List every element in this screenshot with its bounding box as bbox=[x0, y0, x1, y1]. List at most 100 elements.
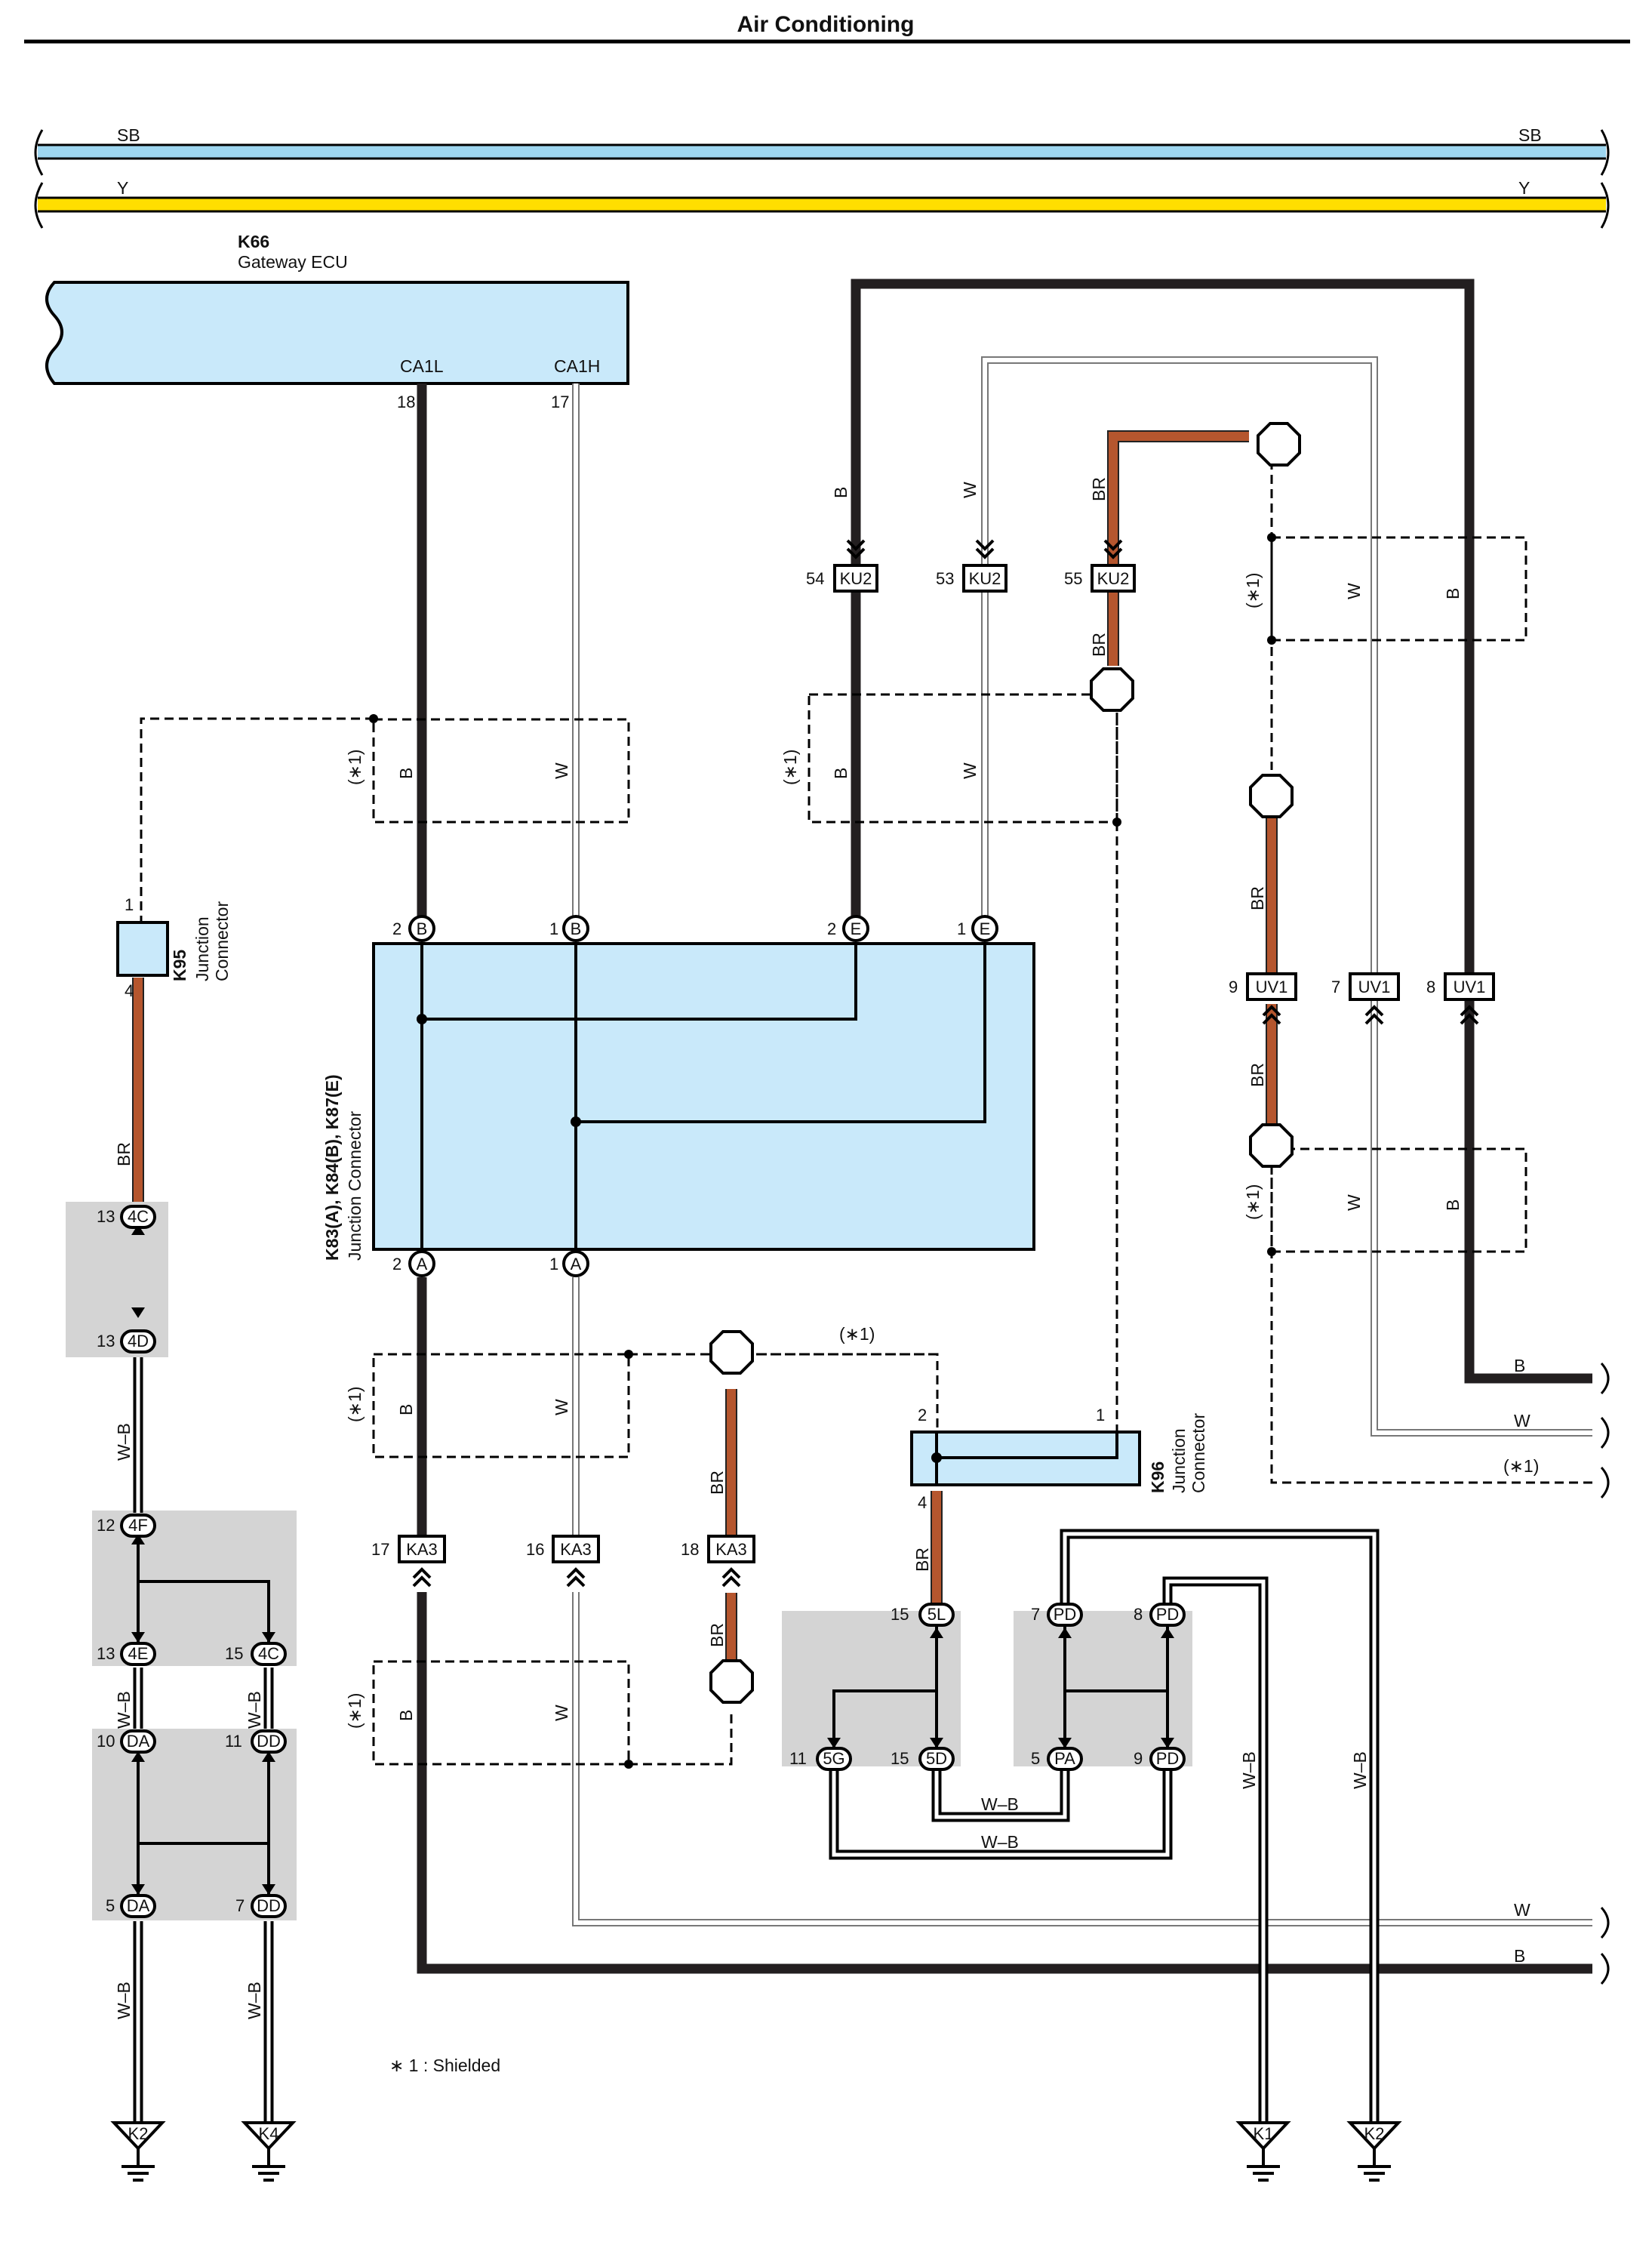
joint-arrow-tips bbox=[131, 1224, 1174, 1895]
k96-internal-dot bbox=[931, 1452, 942, 1463]
joint-pills bbox=[120, 1205, 1186, 1918]
wire-label-w-7: W bbox=[552, 1705, 571, 1721]
dd-top-pin: 11 bbox=[225, 1732, 242, 1751]
y-bus-label-left: Y bbox=[117, 178, 128, 198]
k87-letter-e-2: E bbox=[980, 919, 991, 938]
ku2-pin-54: 54 bbox=[806, 569, 824, 588]
da-top-pin: 10 bbox=[97, 1732, 115, 1751]
k66-pin-name-ca1l: CA1L bbox=[400, 356, 444, 376]
dd-top-code: DD bbox=[257, 1732, 281, 1751]
shield-tag-1: (∗1) bbox=[345, 750, 365, 785]
wire-label-wb-7: W–B bbox=[1350, 1751, 1370, 1789]
k96-pin-1: 1 bbox=[1096, 1406, 1105, 1424]
k83-letter-a-1: A bbox=[417, 1255, 428, 1273]
shield-tag-7: (∗1) bbox=[839, 1324, 875, 1344]
wire-label-w-5: W bbox=[1344, 1194, 1364, 1211]
pd7-pin: 7 bbox=[1031, 1605, 1040, 1624]
wire-label-b-1: B bbox=[396, 768, 416, 779]
k83-pin-2: 2 bbox=[392, 1255, 401, 1273]
wire-color-labels: B W B W BR BR B W BR BR W B W B BR B W B… bbox=[114, 477, 1530, 2019]
k66-pin-17: 17 bbox=[551, 393, 569, 411]
shaded-joint-areas bbox=[66, 1202, 1192, 1920]
k95-pin-1: 1 bbox=[125, 895, 134, 914]
junction-internal-dots bbox=[417, 1014, 581, 1127]
k95-code: K95 bbox=[170, 950, 189, 981]
uv1-label-8: UV1 bbox=[1454, 978, 1486, 996]
uv1-connector-8: UV1 8 bbox=[1426, 972, 1495, 1025]
shield-tag-5: (∗1) bbox=[345, 1387, 365, 1422]
octagon-marker bbox=[1249, 774, 1294, 818]
wire-label-wb-9: W–B bbox=[981, 1832, 1019, 1852]
uv1-pin-7: 7 bbox=[1331, 978, 1340, 996]
br-wires bbox=[134, 432, 1276, 1661]
wire-label-br-7: BR bbox=[707, 1623, 727, 1647]
ka3-pin-18: 18 bbox=[681, 1540, 699, 1559]
ground-k4-label: K4 bbox=[259, 2124, 279, 2143]
wire-label-wb-2: W–B bbox=[114, 1691, 134, 1729]
k87-letter-e-1: E bbox=[851, 919, 862, 938]
gateway-ecu-box bbox=[45, 281, 629, 385]
octagon-marker bbox=[1090, 667, 1134, 712]
wire-label-wb-1: W–B bbox=[114, 1423, 134, 1461]
right-edge-breaks bbox=[1600, 1362, 1610, 1985]
k87-pin-2: 2 bbox=[827, 919, 836, 938]
wire-label-w-right-1: W bbox=[1514, 1411, 1530, 1431]
wire-label-b-3: B bbox=[831, 768, 851, 779]
shield-tag-3: (∗1) bbox=[1243, 573, 1263, 608]
ground-k2-left: K2 bbox=[110, 2121, 166, 2182]
w-wires bbox=[574, 358, 1592, 1925]
ka3-pin-17: 17 bbox=[371, 1540, 389, 1559]
wire-label-w-right-2: W bbox=[1514, 1900, 1530, 1920]
ground-k1-label: K1 bbox=[1254, 2124, 1274, 2143]
octagon-marker bbox=[1257, 422, 1301, 467]
ka3-connector-17: KA3 17 bbox=[371, 1535, 446, 1588]
uv1-connector-9: UV1 9 bbox=[1229, 972, 1297, 1025]
k66-pin-name-ca1h: CA1H bbox=[554, 356, 600, 376]
wire-label-wb-6: W–B bbox=[1239, 1751, 1259, 1789]
j5g-code: 5G bbox=[823, 1749, 844, 1768]
ka3-label-16: KA3 bbox=[560, 1540, 592, 1559]
sb-bus-label-right: SB bbox=[1518, 125, 1542, 145]
ka3-pin-16: 16 bbox=[526, 1540, 544, 1559]
shield-tags: (∗1) (∗1) (∗1) (∗1) (∗1) (∗1) (∗1) (∗1) bbox=[345, 573, 1539, 1729]
c4f-pin: 12 bbox=[97, 1516, 115, 1535]
j5l-code: 5L bbox=[928, 1605, 946, 1624]
c4c-mid-code: 4C bbox=[258, 1644, 279, 1663]
pa5-code: PA bbox=[1054, 1749, 1075, 1768]
c4c-top-pin: 13 bbox=[97, 1207, 115, 1226]
k83-pin-1: 1 bbox=[549, 1255, 558, 1273]
pd9-pin: 9 bbox=[1134, 1749, 1143, 1768]
wire-label-b-6: B bbox=[396, 1404, 416, 1415]
k83-pin-circles bbox=[408, 915, 998, 1277]
wire-label-br-5: BR bbox=[114, 1142, 134, 1166]
ground-k2-left-label: K2 bbox=[128, 2124, 149, 2143]
wire-label-b-7: B bbox=[396, 1710, 416, 1721]
ku2-pin-53: 53 bbox=[936, 569, 954, 588]
wire-label-wb-5: W–B bbox=[245, 1982, 264, 2019]
k95-name-line2: Connector bbox=[212, 901, 232, 981]
pd8-code: PD bbox=[1156, 1605, 1180, 1624]
k83-code: K83(A), K84(B), K87(E) bbox=[322, 1074, 342, 1261]
ku2-connector-54: KU2 54 bbox=[806, 539, 878, 593]
k96-pin-2: 2 bbox=[918, 1406, 927, 1424]
pd7-code: PD bbox=[1054, 1605, 1077, 1624]
ground-k1: K1 bbox=[1235, 2121, 1291, 2182]
ground-k4: K4 bbox=[241, 2121, 297, 2182]
wb-wires bbox=[136, 1357, 1377, 2121]
j5l-pin: 15 bbox=[891, 1605, 909, 1624]
k66-code: K66 bbox=[238, 232, 269, 251]
k96-pin-4: 4 bbox=[918, 1493, 927, 1512]
pd9-code: PD bbox=[1156, 1749, 1180, 1768]
wire-label-br-1: BR bbox=[1089, 477, 1109, 501]
k66-pin-18: 18 bbox=[397, 393, 415, 411]
octagon-marker bbox=[709, 1659, 754, 1704]
ka3-label-17: KA3 bbox=[406, 1540, 438, 1559]
wire-label-br-2: BR bbox=[1089, 633, 1109, 657]
pa5-pin: 5 bbox=[1031, 1749, 1040, 1768]
ku2-label-54: KU2 bbox=[840, 569, 872, 588]
ku2-connector-55: KU2 55 bbox=[1064, 539, 1136, 593]
page-title: Air Conditioning bbox=[737, 12, 915, 37]
k84-pin-2: 2 bbox=[392, 919, 401, 938]
shield-tag-8: (∗1) bbox=[1503, 1456, 1539, 1476]
da-bot-code: DA bbox=[127, 1896, 150, 1915]
